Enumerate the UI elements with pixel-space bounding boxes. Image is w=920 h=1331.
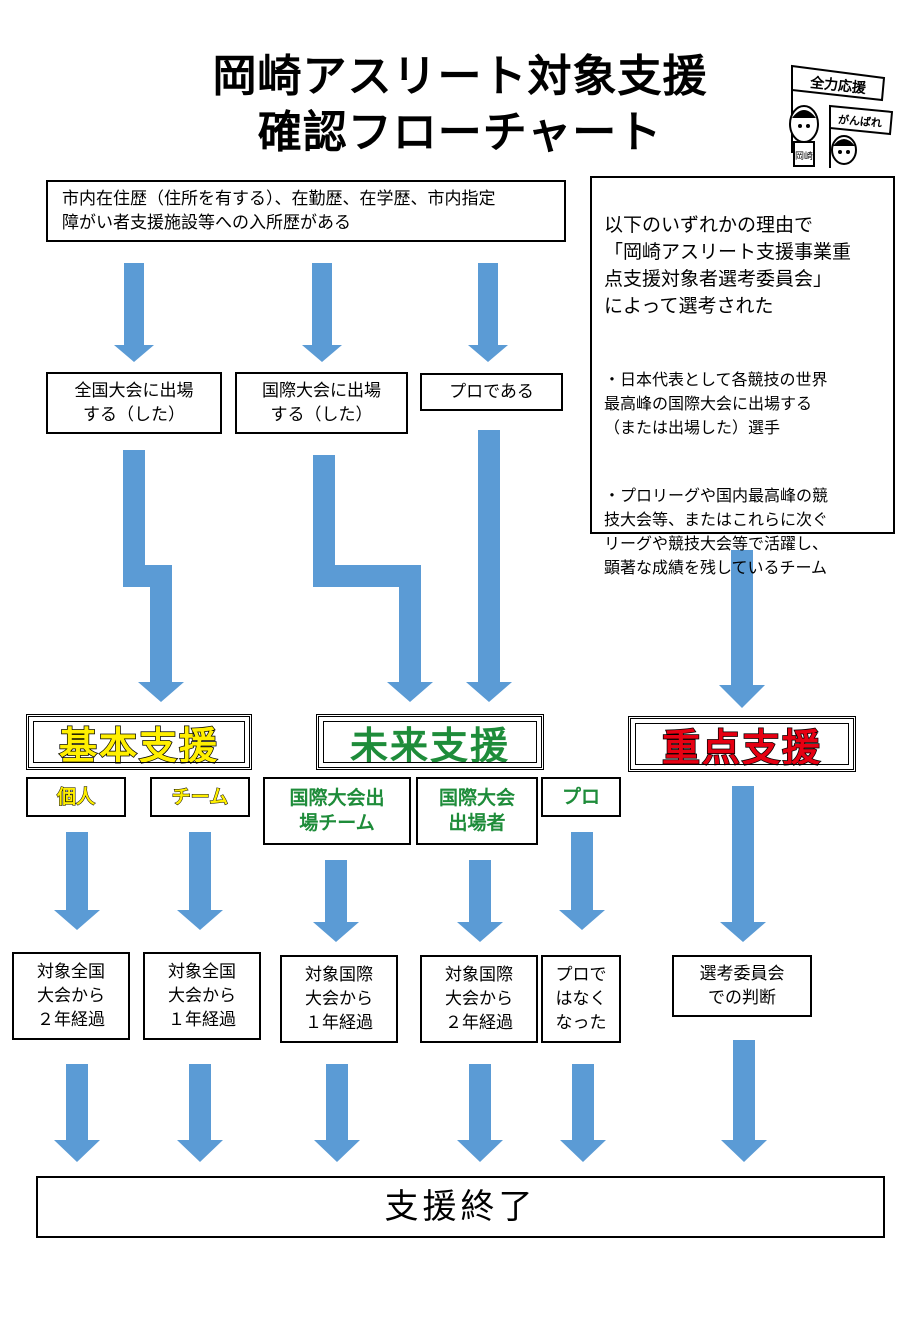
arrow-down-icon — [302, 263, 342, 362]
subcategory-team: チーム — [150, 777, 250, 817]
arrow-down-icon — [114, 263, 154, 362]
end-condition-5: プロで はなく なった — [541, 955, 621, 1043]
arrow-down-icon — [468, 263, 508, 362]
end-condition-6: 選考委員会 での判断 — [672, 955, 812, 1017]
arrow-down-icon — [177, 832, 223, 930]
selection-criteria-box: 以下のいずれかの理由で 「岡崎アスリート支援事業重 点支援対象者選考委員会」 に… — [590, 176, 895, 577]
mascot-flag2-text: がんばれ — [837, 112, 882, 130]
arrow-down-icon — [313, 860, 359, 942]
category-priority-support: 重点支援 — [628, 716, 856, 772]
category-basic-support: 基本支援 — [26, 714, 252, 770]
end-condition-2: 対象全国 大会から １年経過 — [143, 952, 261, 1040]
arrow-down-icon — [457, 1064, 503, 1162]
eligibility-box: 市内在住歴（住所を有する）、在勤歴、在学歴、市内指定 障がい者支援施設等への入所… — [46, 180, 566, 242]
arrow-down-icon — [560, 1064, 606, 1162]
arrow-down-icon — [720, 786, 766, 942]
condition-national-box: 全国大会に出場 する（した） — [46, 372, 222, 434]
arrow-down-icon — [466, 430, 512, 702]
subcategory-intl-team: 国際大会出 場チーム — [263, 777, 411, 845]
mascot-figure-icon: 岡崎 — [789, 105, 857, 167]
mascot-badge-text: 岡崎 — [795, 150, 813, 162]
arrow-down-icon — [54, 832, 100, 930]
selection-bullet-1: ・日本代表として各競技の世界 最高峰の国際大会に出場する （または出場した）選手 — [604, 370, 828, 437]
arrow-stepped-down-icon — [123, 450, 184, 702]
arrow-down-icon — [177, 1064, 223, 1162]
arrow-down-icon — [559, 832, 605, 930]
condition-international-box: 国際大会に出場 する（した） — [235, 372, 408, 434]
selection-heading: 以下のいずれかの理由で 「岡崎アスリート支援事業重 点支援対象者選考委員会」 に… — [604, 214, 852, 317]
subcategory-intl-athlete: 国際大会 出場者 — [416, 777, 538, 845]
arrow-down-icon — [719, 550, 765, 708]
end-condition-3: 対象国際 大会から １年経過 — [280, 955, 398, 1043]
arrow-down-icon — [314, 1064, 360, 1162]
arrow-down-icon — [457, 860, 503, 942]
end-condition-4: 対象国際 大会から ２年経過 — [420, 955, 538, 1043]
subcategory-pro: プロ — [541, 777, 621, 817]
mascot-illustration: 全力応援 がんばれ 岡崎 — [778, 58, 898, 176]
mascot-flag1-text: 全力応援 — [808, 74, 867, 97]
support-end-box: 支援終了 — [36, 1176, 885, 1238]
arrow-stepped-down-icon — [313, 455, 433, 702]
end-condition-1: 対象全国 大会から ２年経過 — [12, 952, 130, 1040]
category-future-support: 未来支援 — [316, 714, 544, 770]
selection-bullet-2: ・プロリーグや国内最高峰の競 技大会等、またはこれらに次ぐ リーグや競技大会等で… — [604, 486, 829, 577]
page-title-line-2: 確認フローチャート — [257, 107, 663, 158]
page-title-line-1: 岡崎アスリート対象支援 — [212, 51, 708, 102]
condition-pro-box: プロである — [420, 373, 563, 411]
arrow-down-icon — [54, 1064, 100, 1162]
subcategory-individual: 個人 — [26, 777, 126, 817]
arrow-down-icon — [721, 1040, 767, 1162]
